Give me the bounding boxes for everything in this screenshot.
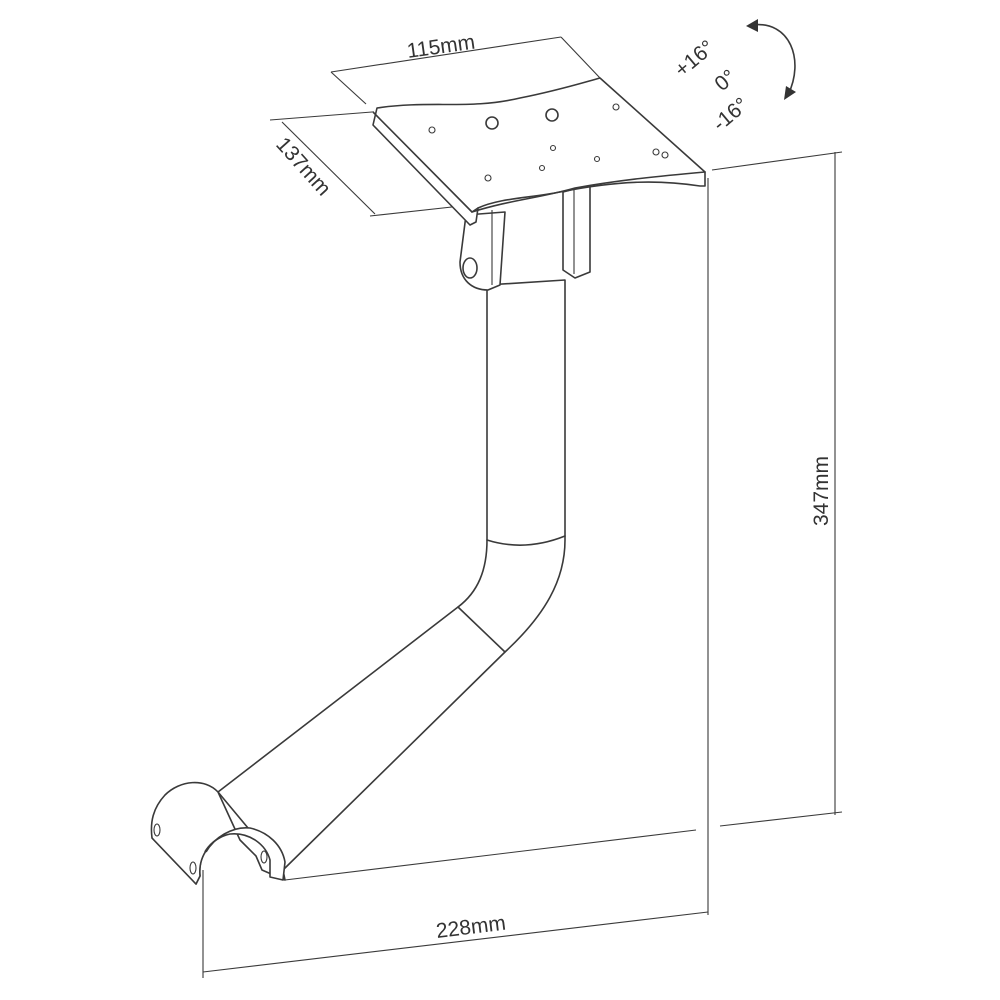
dim-137-ext-top bbox=[269, 111, 373, 121]
tube-seam-top bbox=[486, 535, 566, 546]
dim-347-ext-top bbox=[711, 151, 843, 171]
clamp-screw-right bbox=[260, 850, 268, 864]
tilt-arrow-icon bbox=[746, 19, 796, 100]
tilt-plus-label: +16° bbox=[670, 36, 719, 82]
dim-115-label: 115mm bbox=[405, 31, 476, 63]
dim-347-ext-bottom bbox=[719, 811, 843, 827]
tilt-knob bbox=[462, 257, 478, 279]
tilt-zero-label: 0° bbox=[710, 65, 740, 96]
pipe-clamp bbox=[150, 781, 286, 885]
dim-115-ext-left bbox=[330, 71, 367, 105]
dim-228-line bbox=[202, 911, 709, 973]
dim-115-line bbox=[330, 36, 562, 73]
dim-228-label: 228mm bbox=[435, 912, 507, 943]
left-bracket bbox=[459, 211, 506, 291]
tilt-brackets bbox=[459, 184, 591, 291]
clamp-screw-left bbox=[153, 823, 161, 837]
dim-347-label: 347mm bbox=[810, 456, 833, 526]
clamp-screw-mid bbox=[189, 861, 197, 875]
tilt-minus-label: -16° bbox=[708, 93, 752, 136]
dim-137-line bbox=[281, 121, 376, 215]
dimension-lines bbox=[202, 36, 843, 978]
right-bracket bbox=[562, 184, 591, 279]
dim-115-ext-right bbox=[560, 36, 601, 79]
tube-seam-bend bbox=[457, 606, 506, 653]
tube-arm bbox=[217, 279, 566, 871]
mounting-plate bbox=[372, 77, 706, 226]
base-reference-line bbox=[284, 829, 697, 881]
